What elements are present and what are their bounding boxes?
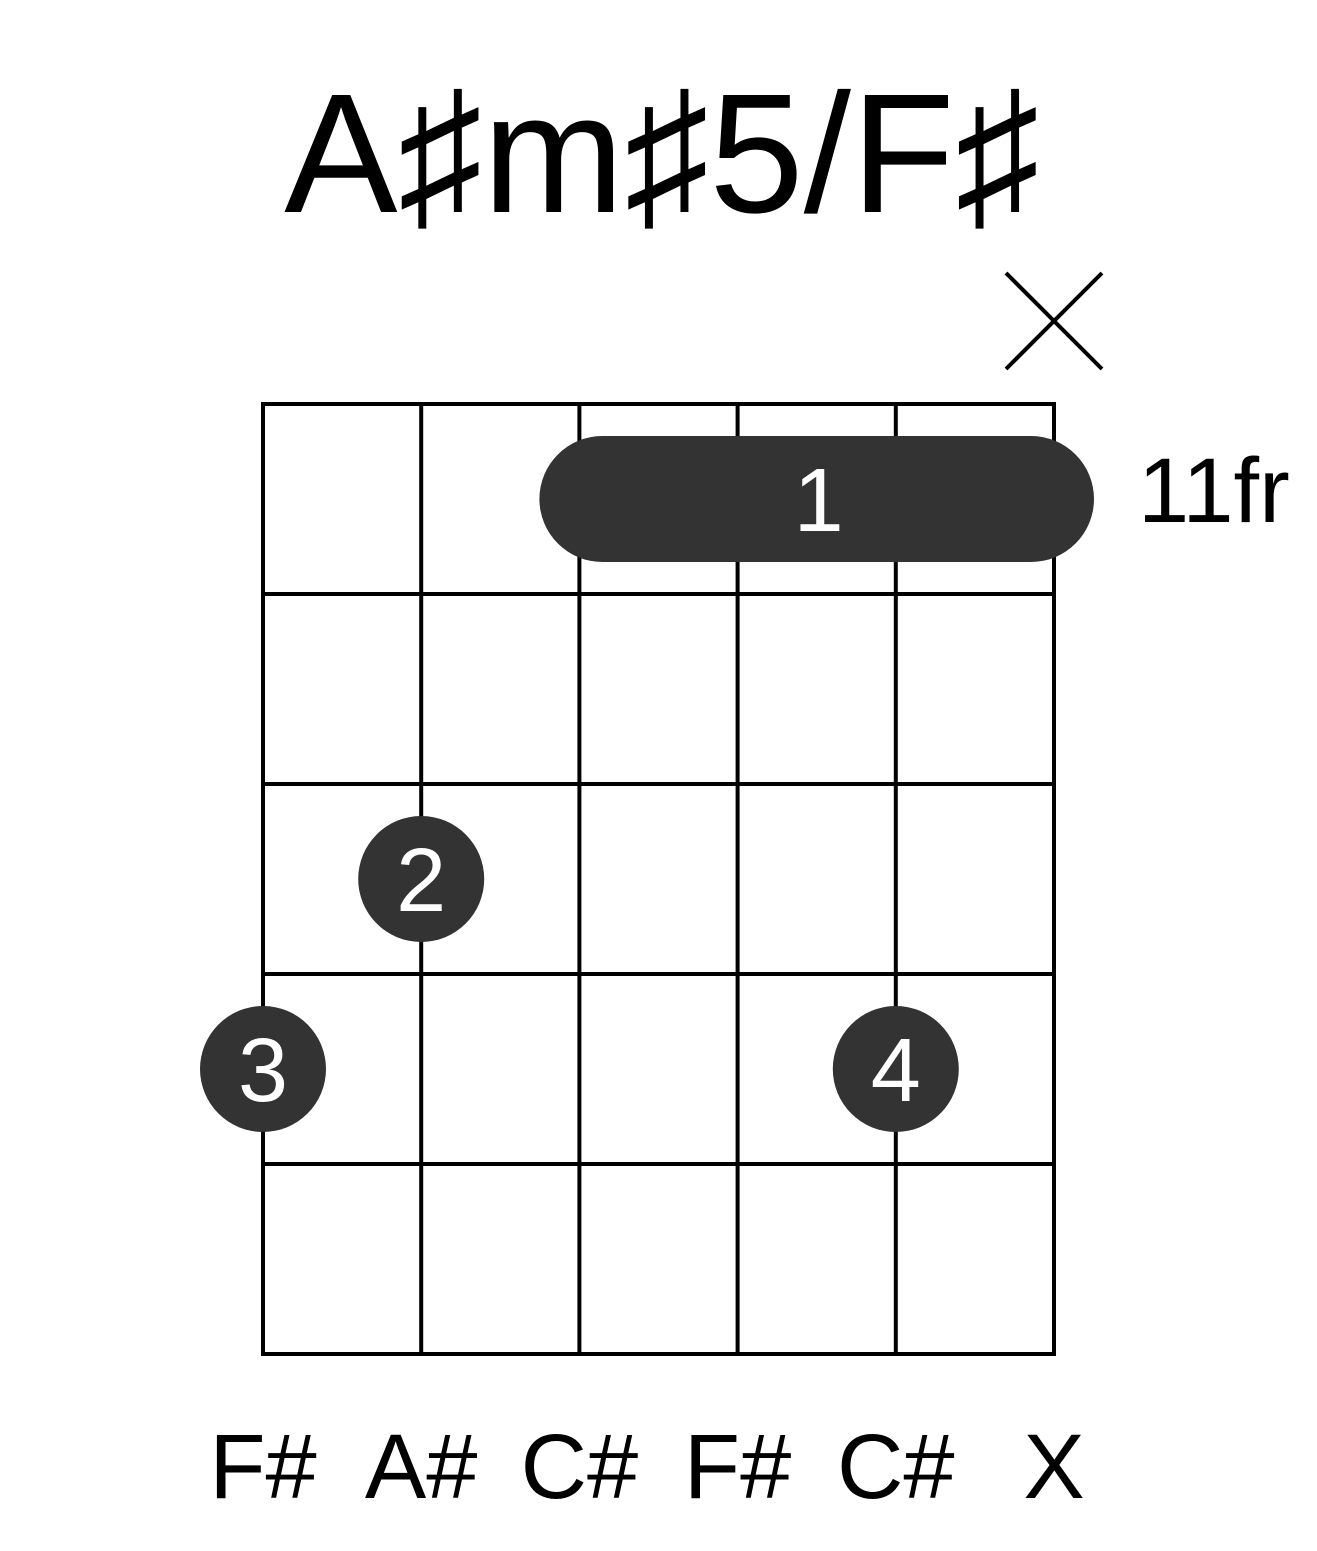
string-note-4: F# [684,1416,791,1518]
chord-title: A♯m♯5/F♯ [284,59,1040,249]
barre-layer: 1 [539,436,1094,562]
string-note-1: F# [209,1416,316,1518]
finger-dot-3 [200,1006,326,1132]
string-note-3: C# [521,1416,639,1518]
finger-dot-4 [832,1006,959,1132]
string-note-5: C# [837,1416,955,1518]
fret-position-label: 11fr [1138,440,1290,542]
string-note-6: X [1023,1416,1084,1518]
muted-markers [1004,271,1104,371]
barre-marker [539,436,1094,562]
string-note-labels: F# A# C# F# C# X [209,1416,1084,1518]
finger-dot-2 [358,816,485,942]
finger-label-4: 4 [871,1021,921,1121]
finger-label-2: 2 [396,831,446,931]
finger-markers: 2 3 4 [200,816,959,1132]
string-note-2: A# [365,1416,478,1518]
fretboard-grid [261,402,1056,1356]
barre-finger-label: 1 [794,451,844,551]
muted-string-6-icon [1004,271,1104,371]
finger-label-3: 3 [238,1021,288,1121]
